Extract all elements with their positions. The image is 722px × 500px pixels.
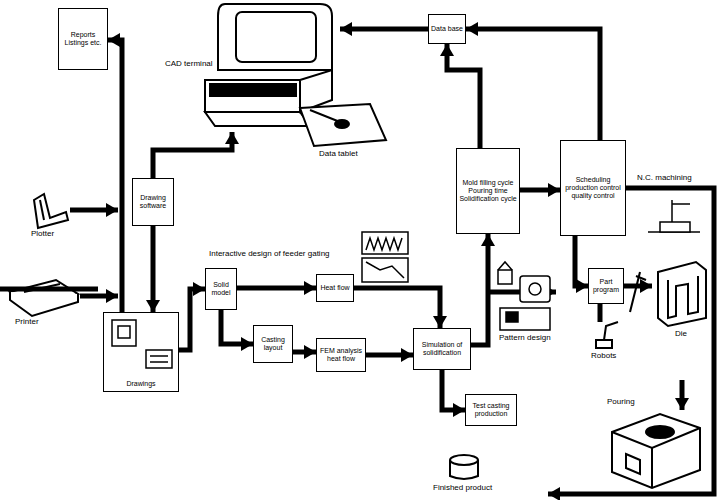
flow-arrow — [575, 236, 588, 286]
data-tablet — [300, 104, 386, 146]
flow-arrow — [471, 234, 488, 345]
device-label: CAD terminal — [164, 60, 214, 69]
node-text: Simulation of solidification — [416, 341, 468, 357]
device-label: Data tablet — [318, 150, 359, 159]
flow-arrow — [151, 226, 156, 312]
node-text: Heat flow — [320, 284, 349, 292]
part-label: Finished product — [432, 484, 493, 493]
die-icon — [658, 262, 706, 326]
process-box: Simulation of solidification — [413, 328, 471, 370]
process-box: Scheduling production control quality co… — [560, 140, 626, 236]
process-box: Part program — [588, 268, 624, 304]
process-box: Data base — [428, 14, 466, 44]
node-text: Test casting production — [468, 402, 514, 418]
process-box: Drawing software — [132, 178, 174, 226]
flow-arrow — [108, 40, 122, 312]
flow-arrow — [293, 350, 316, 355]
device-label: Printer — [14, 318, 40, 327]
drawings-box: Drawings — [103, 312, 179, 392]
document-sheet: Reports Listings etc. — [58, 8, 108, 70]
flow-arrow — [447, 44, 480, 148]
node-text: Mold filling cycle Pouring time Solidifi… — [459, 179, 517, 203]
node-text: FEM analysis heat flow — [319, 347, 363, 363]
flow-arrow — [179, 289, 205, 350]
part-label: Pattern design — [498, 334, 552, 343]
node-text: Drawings — [126, 380, 155, 388]
process-box: Heat flow — [316, 274, 354, 302]
nc-machine-icon — [648, 200, 700, 232]
flow-arrow — [466, 29, 600, 140]
part-label: Pouring — [606, 398, 636, 407]
flow-arrow — [221, 310, 253, 344]
node-text: Scheduling production control quality co… — [563, 176, 623, 200]
wire — [0, 29, 714, 494]
pattern-design-icon — [498, 262, 550, 330]
section-label: Interactive design of feeder gating — [208, 250, 331, 259]
chart-icon — [362, 232, 408, 282]
process-box: FEM analysis heat flow — [316, 338, 366, 372]
flow-arrow — [520, 188, 560, 193]
plotter-icon — [34, 194, 68, 228]
process-box: Casting layout — [253, 325, 293, 363]
process-box: Test casting production — [465, 394, 517, 426]
node-text: Part program — [591, 278, 621, 294]
mold-icon — [612, 380, 700, 488]
node-text: Data base — [431, 25, 463, 33]
robot-icon — [596, 322, 618, 348]
flow-arrow — [237, 286, 316, 291]
printer-icon — [10, 280, 78, 316]
node-text: Drawing software — [135, 194, 171, 210]
flow-arrow — [442, 370, 465, 410]
node-text: Casting layout — [256, 336, 290, 352]
part-label: N.C. machining — [636, 174, 693, 183]
process-box: Solid model — [205, 268, 237, 310]
part-label: Die — [674, 330, 688, 339]
tool-icon — [630, 272, 646, 312]
node-text: Solid model — [208, 281, 234, 297]
flow-arrow — [354, 288, 440, 328]
process-box: Mold filling cycle Pouring time Solidifi… — [456, 148, 520, 234]
part-label: Robots — [590, 352, 617, 361]
product-icon — [450, 455, 478, 479]
flow-arrow — [366, 353, 413, 358]
device-label: Plotter — [30, 230, 55, 239]
drawing-icons — [112, 320, 172, 368]
node-text: Reports Listings etc. — [61, 31, 105, 47]
